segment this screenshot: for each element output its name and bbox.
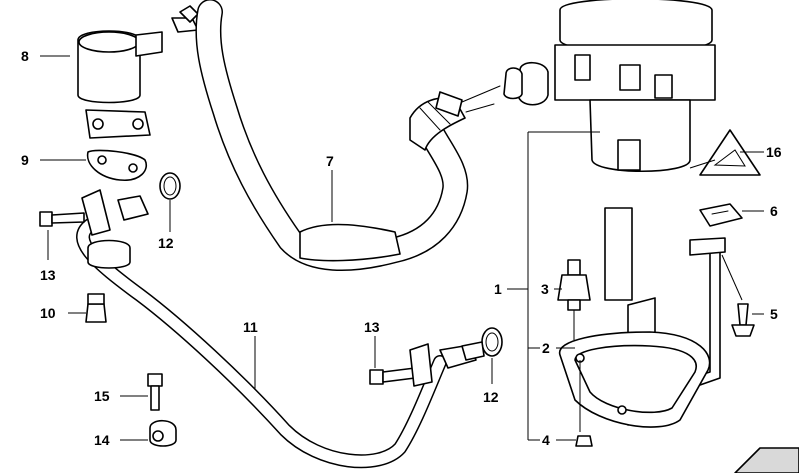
- part-5-screw: [731, 303, 755, 337]
- callout-8: 8: [21, 48, 29, 64]
- callout-12-top: 12: [158, 235, 174, 251]
- part-10-nut: [85, 293, 107, 323]
- callout-7: 7: [326, 153, 334, 169]
- part-13-bolt-top: [39, 189, 111, 236]
- callout-5: 5: [770, 306, 778, 322]
- callout-15: 15: [94, 388, 110, 404]
- leader-lines: [40, 55, 764, 441]
- pump-bracket: [559, 207, 726, 428]
- air-pump: [503, 0, 716, 173]
- part-15-bolt: [147, 373, 163, 411]
- callout-2: 2: [542, 340, 550, 356]
- callout-12-bottom: 12: [483, 389, 499, 405]
- callout-1: 1: [494, 281, 502, 297]
- part-9-gasket: [86, 149, 147, 181]
- part-14-clamp: [149, 419, 177, 447]
- part-12-o-ring-top: [159, 172, 181, 200]
- part-12-o-ring-bottom: [481, 327, 503, 357]
- part-6-clip-nut: [699, 203, 743, 227]
- callout-10: 10: [40, 305, 56, 321]
- callout-16: 16: [766, 144, 782, 160]
- part-11-pipe: [76, 195, 485, 469]
- part-7-hose: [171, 0, 501, 271]
- part-3-rubber-mount: [557, 259, 591, 311]
- cropped-part: [734, 447, 799, 473]
- callout-13-top: 13: [40, 267, 56, 283]
- callout-6: 6: [770, 203, 778, 219]
- part-13-bolt-bottom: [369, 343, 433, 387]
- callout-labels: 8 9 13 12 10 7 11 13 12 15 14 1 3 2 4 5 …: [21, 48, 782, 448]
- callout-11: 11: [243, 319, 258, 335]
- callout-14: 14: [94, 432, 110, 448]
- callout-9: 9: [21, 152, 29, 168]
- callout-3: 3: [541, 281, 549, 297]
- callout-4: 4: [542, 432, 550, 448]
- part-8-valve: [77, 30, 163, 139]
- callout-13-bottom: 13: [364, 319, 380, 335]
- part-4-nut: [575, 435, 593, 447]
